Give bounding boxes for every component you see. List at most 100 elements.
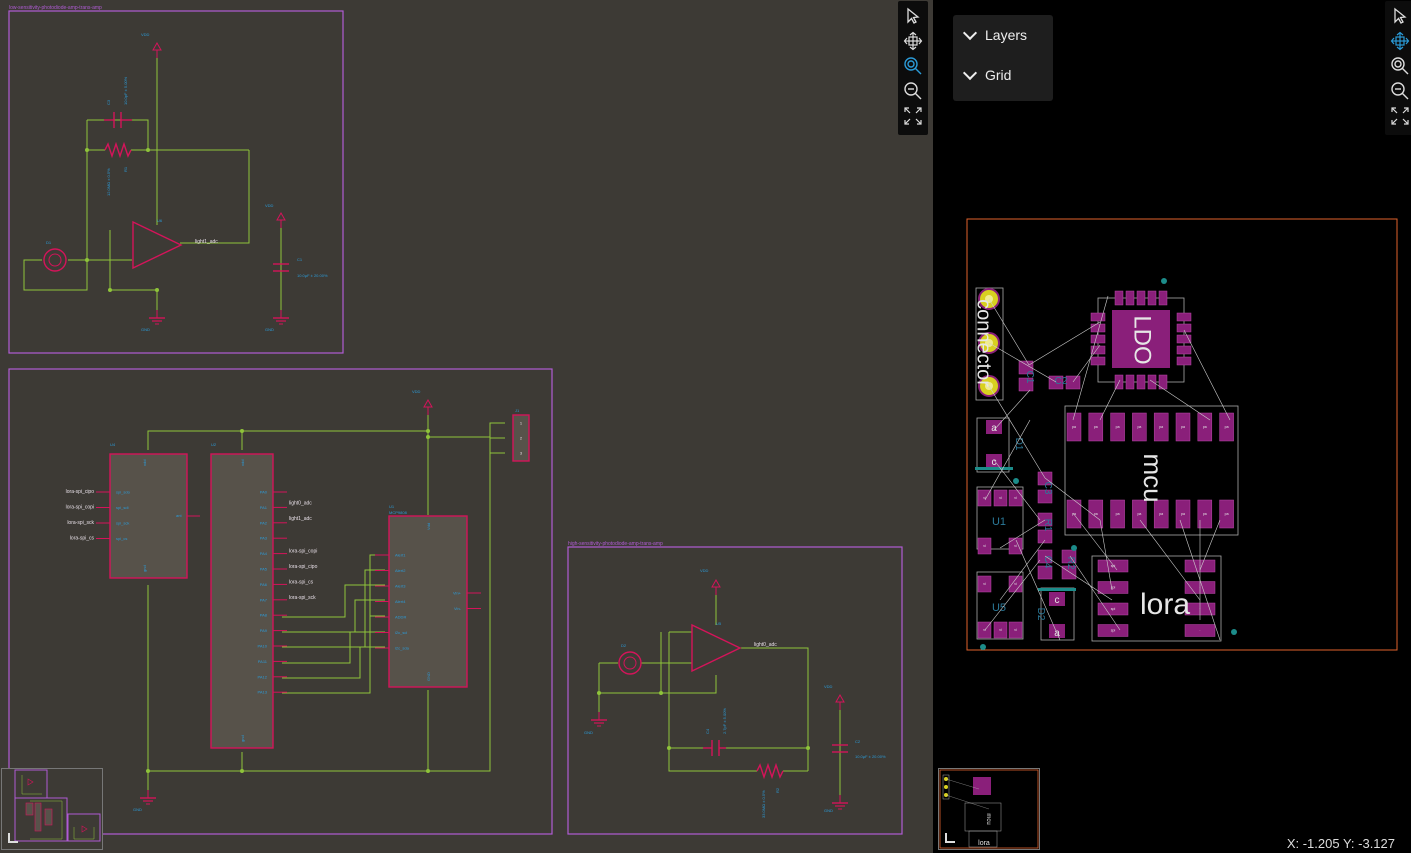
fit-view-button[interactable]	[900, 103, 926, 128]
u1-pin-gnd: GND	[426, 672, 431, 681]
vdd-symbol	[711, 579, 721, 596]
move-icon	[903, 31, 923, 50]
zoom-in-tool-button[interactable]	[1387, 53, 1411, 78]
select-tool-button[interactable]	[1387, 3, 1411, 28]
pcb-pad	[1132, 412, 1147, 442]
ratsnest-lines	[984, 295, 1231, 641]
pcb-pad	[1090, 345, 1106, 355]
net-gnd-3: GND	[133, 807, 142, 812]
vdd-symbol	[835, 694, 845, 711]
pcb-pad	[993, 621, 1008, 639]
ratsnest-line	[1099, 379, 1121, 421]
group-high-sensitivity	[567, 546, 903, 835]
pcb-pad	[977, 575, 992, 593]
select-tool-button[interactable]	[900, 3, 926, 28]
net-gnd-2: GND	[265, 327, 274, 332]
zoom-in-tool-button[interactable]	[900, 53, 926, 78]
layers-toggle[interactable]: Layers	[953, 15, 1053, 55]
part-u1: MCP9808	[389, 510, 408, 515]
pad-label: pa	[1225, 512, 1229, 516]
capacitor-c1[interactable]	[273, 263, 289, 272]
footprint-lora[interactable]	[1091, 555, 1222, 642]
pcb-pad	[1197, 499, 1213, 529]
pad-label: pa	[1116, 425, 1120, 429]
u1-pin-name: Alert2	[395, 568, 406, 573]
pcb-pad	[1153, 412, 1169, 442]
zoom-out-icon	[904, 81, 922, 99]
u1-pin-name: Alert3	[395, 584, 406, 589]
net-vdd-2: VDD	[265, 203, 274, 208]
pcb-pad	[977, 537, 992, 555]
footprint-connector[interactable]	[975, 287, 1004, 401]
label-u5: U5	[992, 602, 1006, 614]
label-lora: lora	[1140, 588, 1190, 621]
pcb-pad	[1066, 412, 1082, 442]
pad-ldo-center	[1112, 310, 1170, 368]
wires-group1	[23, 58, 282, 310]
u2-pin-name: PA4	[260, 551, 268, 556]
pcb-pad	[1184, 624, 1216, 637]
minimap-preview	[14, 769, 101, 842]
opamp-u5[interactable]	[691, 623, 742, 673]
pad-label: pa	[1094, 425, 1098, 429]
pcb-pad	[1136, 374, 1146, 390]
fit-view-button[interactable]	[1387, 103, 1411, 128]
net-gnd-4: GND	[584, 730, 593, 735]
schematic-viewer[interactable]: low-sensitivity-photodiode-amp-trans-amp…	[0, 0, 933, 853]
component-u4[interactable]	[109, 453, 188, 579]
capacitor-c4[interactable]	[703, 740, 726, 756]
cursor-coordinates: X: -1.205 Y: -3.127	[1286, 836, 1395, 851]
schematic-minimap[interactable]	[1, 768, 103, 850]
photodiode-d2[interactable]	[618, 651, 642, 675]
ratsnest-line	[1199, 519, 1221, 571]
u2-net-label: lora-spi_copi	[289, 549, 317, 555]
schematic-canvas[interactable]: low-sensitivity-photodiode-amp-trans-amp…	[0, 0, 933, 853]
settings-panel: Layers Grid	[953, 15, 1053, 101]
zoom-out-tool-button[interactable]	[900, 78, 926, 103]
pan-tool-button[interactable]	[1387, 28, 1411, 53]
net-vdd-3: VDD	[412, 389, 421, 394]
capacitor-c2[interactable]	[832, 744, 848, 753]
pad-label: vi	[983, 544, 986, 548]
footprint-u1[interactable]	[976, 486, 1024, 550]
u1-pin-name: Alert4	[395, 599, 406, 604]
pan-tool-button[interactable]	[900, 28, 926, 53]
footprint-u5[interactable]	[976, 571, 1024, 640]
pcb-pad	[1018, 360, 1034, 375]
grid-toggle[interactable]: Grid	[953, 55, 1053, 95]
minimap-label-mcu: mcu	[985, 813, 991, 824]
pad-label: pa	[1181, 512, 1185, 516]
group-title-low: low-sensitivity-photodiode-amp-trans-amp	[9, 5, 102, 11]
ratsnest-line	[1183, 329, 1231, 421]
u2-pin-name: PA6	[260, 582, 268, 587]
u4-pin-list: spi_sdolora-spi_cipospi_sdilora-spi_copi…	[66, 489, 131, 542]
capacitor-c3[interactable]	[104, 112, 132, 128]
pcb-pad	[1090, 334, 1106, 344]
pcb-pad	[1147, 290, 1157, 306]
pad-label: spi	[1111, 607, 1116, 611]
vdd-symbol	[276, 212, 286, 229]
u2-pin-name: PA5	[260, 567, 268, 572]
pcb-pad	[1176, 345, 1192, 355]
pad-label: vi	[983, 496, 986, 500]
connector-j1[interactable]	[512, 414, 530, 462]
pcb-canvas[interactable]: connector LDO papapapapapapapapapapapapa…	[933, 0, 1411, 853]
ratsnest-line	[984, 419, 1031, 501]
resistor-r2[interactable]	[756, 762, 784, 780]
minimap-preview: mcu lora	[939, 769, 1039, 849]
net-vdd-4: VDD	[700, 568, 709, 573]
pcb-minimap[interactable]: mcu lora	[938, 768, 1040, 850]
component-u2[interactable]	[210, 453, 274, 749]
photodiode-d1[interactable]	[43, 248, 67, 272]
opamp-u6[interactable]	[132, 220, 183, 270]
resistor-r1[interactable]	[104, 141, 132, 159]
cursor-icon	[907, 7, 920, 24]
footprint-d1[interactable]	[976, 417, 1010, 473]
grid-label: Grid	[985, 67, 1012, 83]
gnd-symbol	[139, 789, 157, 805]
pcb-pad	[1008, 621, 1023, 639]
u4-net-label: lora-spi_sck	[67, 520, 94, 526]
zoom-out-tool-button[interactable]	[1387, 78, 1411, 103]
gnd-symbol	[590, 711, 608, 727]
